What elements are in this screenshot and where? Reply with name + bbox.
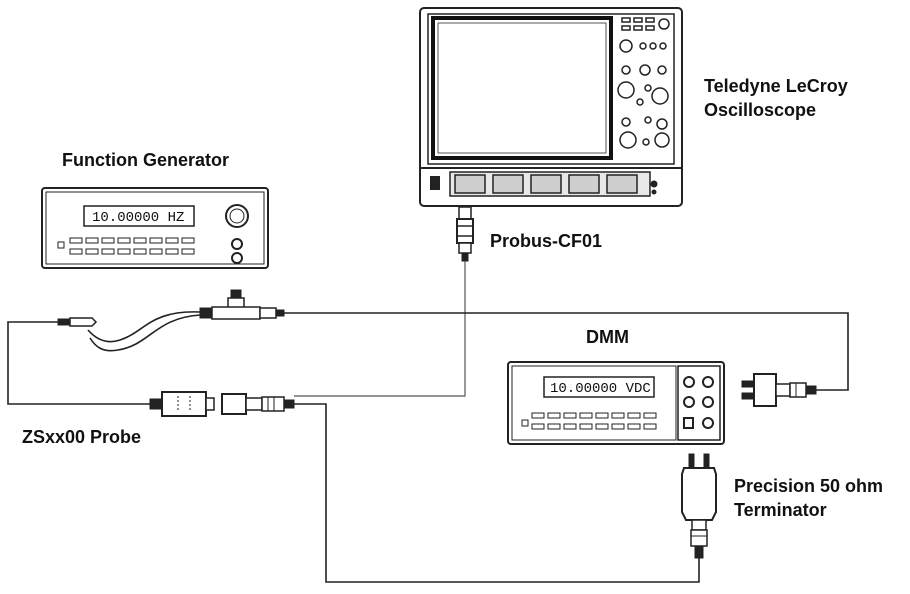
oscilloscope-label-2: Oscilloscope <box>704 100 816 120</box>
dmm-display <box>543 376 655 398</box>
adapter-cable <box>294 261 466 397</box>
probe-lead-wire <box>7 321 150 405</box>
terminator-label-2: Terminator <box>734 500 827 520</box>
dmm-readout: 10.00000 VDC <box>550 381 651 397</box>
generator-lead-cable-2 <box>89 314 201 352</box>
banana-bnc-adapter <box>741 373 817 407</box>
dmm: 10.00000 VDC DMM <box>507 327 725 445</box>
precision-terminator: Precision 50 ohm Terminator <box>681 453 883 559</box>
function-generator-display <box>83 205 195 227</box>
probus-cf01-adapter: Probus-CF01 <box>456 206 602 262</box>
function-generator-keypad <box>57 237 195 255</box>
probe-label: ZSxx00 Probe <box>22 427 141 447</box>
terminator-cable <box>294 403 700 583</box>
function-generator-readout: 10.00000 HZ <box>92 210 184 226</box>
probus-label: Probus-CF01 <box>490 231 602 251</box>
probe-bnc-adapter <box>221 393 295 415</box>
dmm-input-cable <box>284 312 849 391</box>
generator-lead-cable <box>87 311 201 343</box>
bnc-tee <box>199 289 285 320</box>
function-generator-label: Function Generator <box>62 150 229 170</box>
oscilloscope-screen <box>431 16 613 160</box>
oscilloscope: Teledyne LeCroy Oscilloscope <box>419 7 848 207</box>
zs-probe: ZSxx00 Probe <box>7 317 215 447</box>
oscilloscope-label: Teledyne LeCroy <box>704 76 848 96</box>
function-generator: 10.00000 HZ Function Generator <box>41 150 269 269</box>
dmm-keypad <box>521 412 657 430</box>
dmm-label: DMM <box>586 327 629 347</box>
oscilloscope-channel-inputs <box>449 171 651 197</box>
terminator-label: Precision 50 ohm <box>734 476 883 496</box>
oscilloscope-controls <box>617 17 670 149</box>
